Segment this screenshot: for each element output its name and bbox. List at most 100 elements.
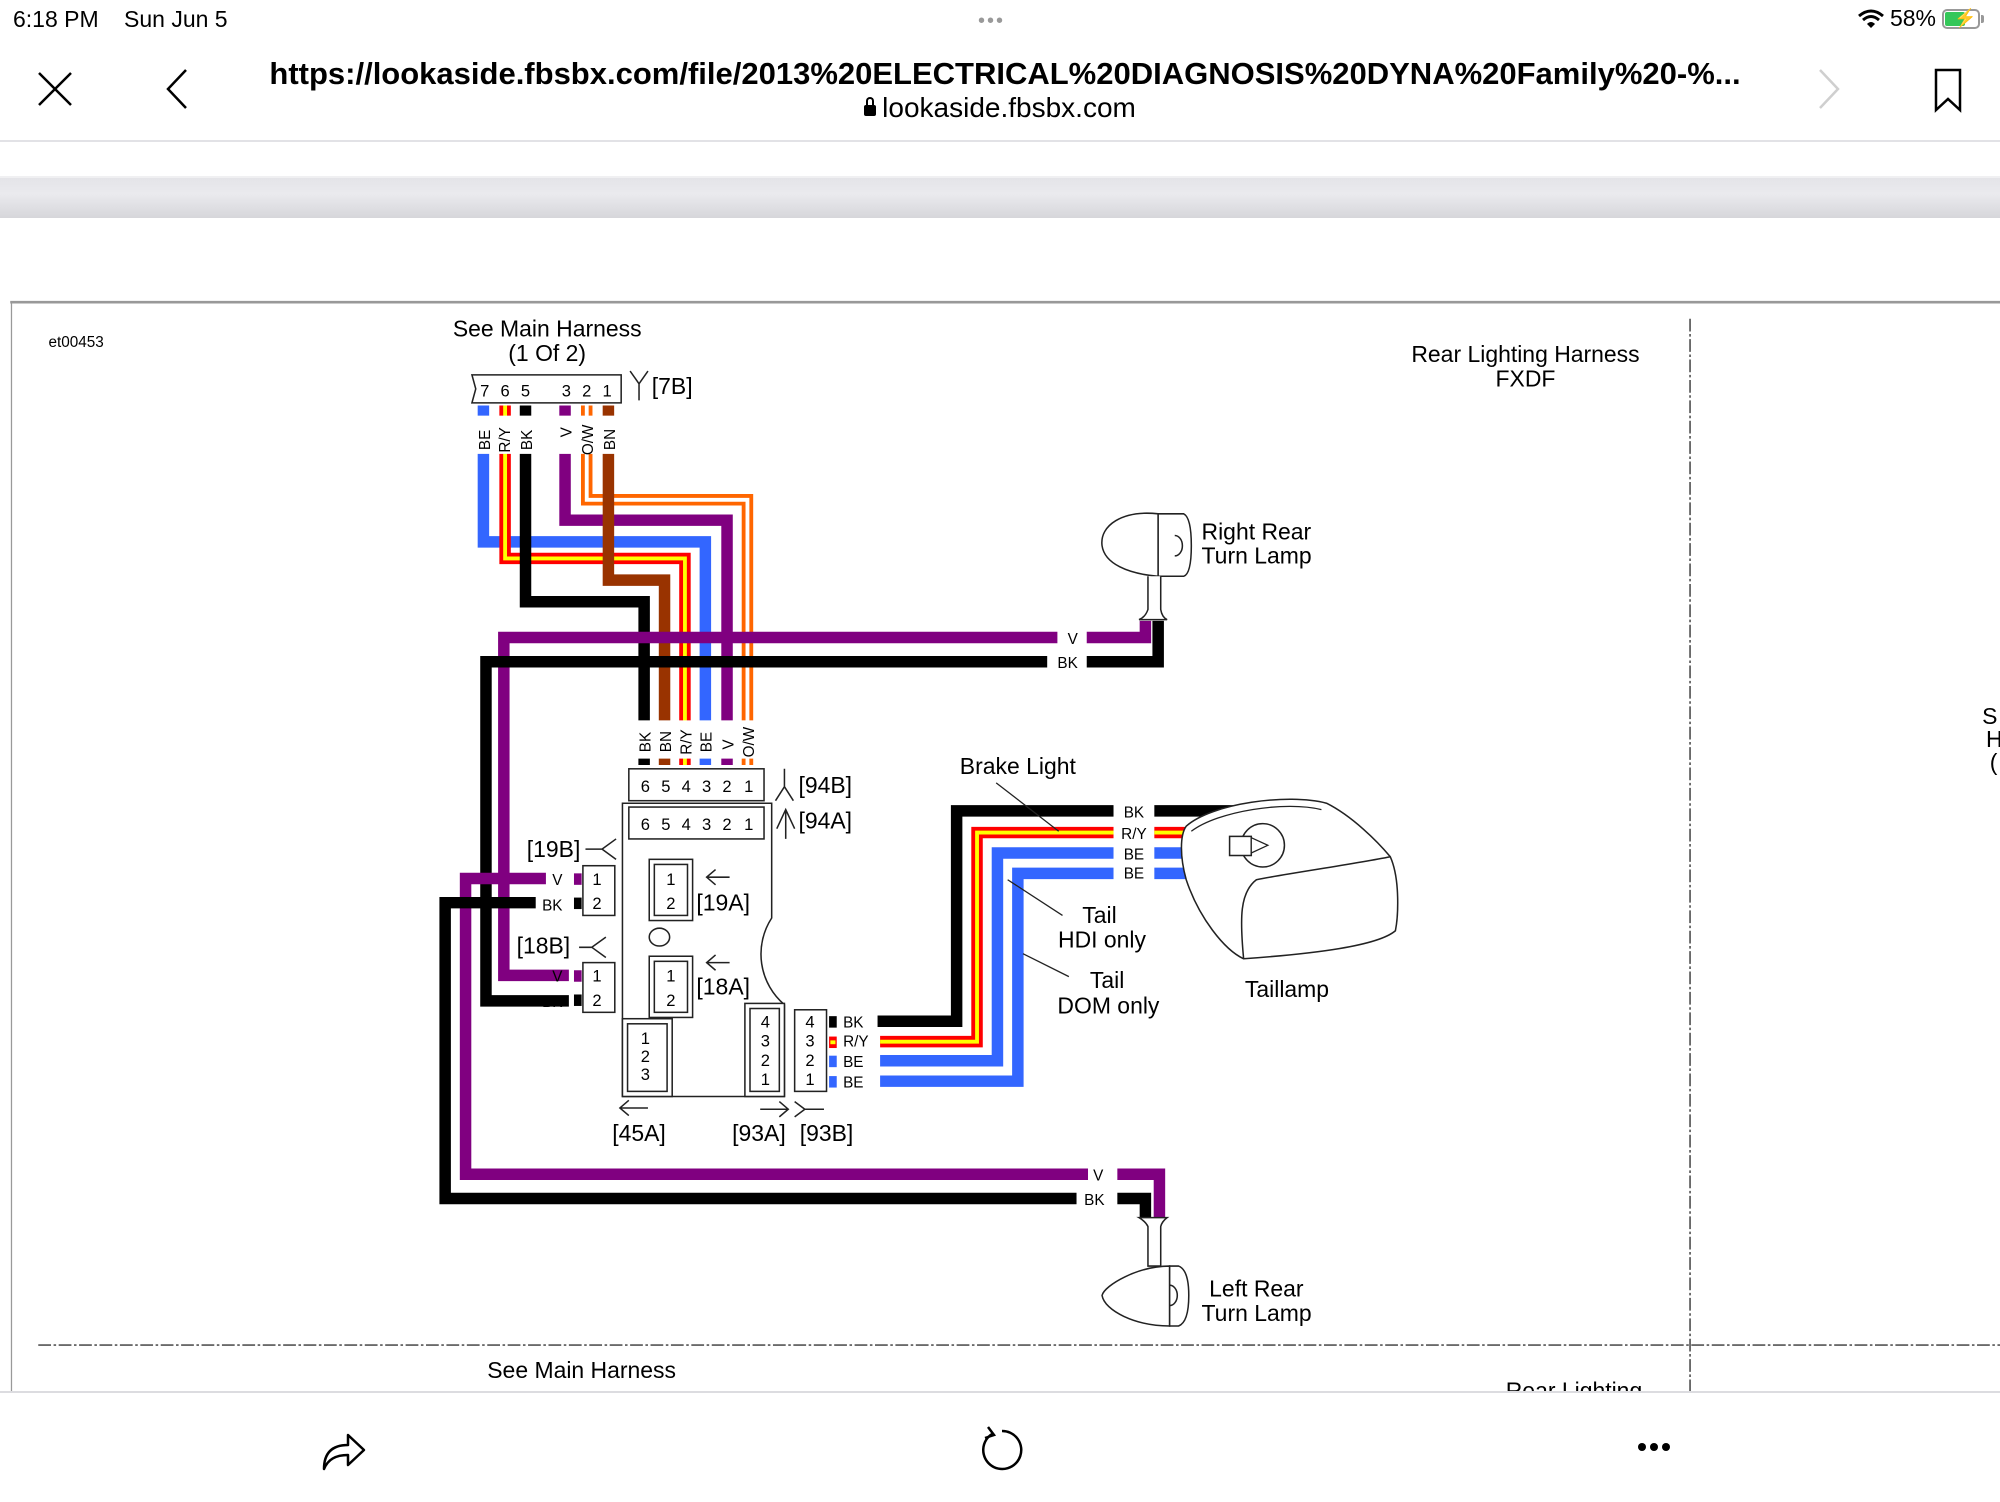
- pin-18a-1: 1: [666, 967, 675, 986]
- pin-94b-4: 4: [682, 777, 691, 796]
- more-icon: [1638, 1443, 1670, 1451]
- arrow-icon: [618, 1099, 648, 1117]
- multitasking-dots[interactable]: •••: [978, 10, 1006, 32]
- wire-label-be: BE: [477, 430, 494, 450]
- pin-94b-2: 2: [722, 777, 731, 796]
- pin-18b-1: 1: [592, 967, 601, 986]
- wire-bk-right-turn: [480, 655, 1048, 1007]
- connector-94b-label: [94B]: [798, 772, 852, 798]
- status-time: 6:18 PM: [13, 6, 99, 32]
- pin-93b-4: 4: [805, 1013, 814, 1032]
- share-button[interactable]: [318, 1423, 368, 1475]
- left-turn-label-2: Turn Lamp: [1202, 1300, 1312, 1326]
- wire-label-be: BE: [1124, 865, 1144, 882]
- callout-line: [995, 782, 1060, 832]
- arrow-icon: [705, 868, 730, 886]
- connector-93a-label: [93A]: [732, 1120, 786, 1146]
- bottom-toolbar: [0, 1391, 2000, 1502]
- male-terminal-symbol: [776, 807, 796, 839]
- pin-19a-1: 1: [666, 870, 675, 889]
- pin-18b-2: 2: [592, 991, 601, 1010]
- browser-navbar: https://lookaside.fbsbx.com/file/2013%20…: [0, 44, 2000, 142]
- back-button[interactable]: [158, 66, 198, 112]
- connector-45a-label: [45A]: [612, 1120, 666, 1146]
- connector-94b-wire-labels: BK BN R/Y BE V O/W: [638, 726, 758, 757]
- pin-94a-2: 2: [722, 815, 731, 834]
- connector-18b: [18B] 1 2 V BK: [517, 933, 616, 1014]
- pin-94a-4: 4: [682, 815, 691, 834]
- wire-label-v: V: [552, 969, 563, 986]
- wire-bk-left-turn: [439, 896, 1077, 1205]
- turn-lamp-icon: [1101, 1265, 1171, 1327]
- pin-19a-2: 2: [666, 894, 675, 913]
- wire-label-bn: BN: [602, 429, 619, 450]
- connector-7b: 7 6 5 3 2 1 [7B] BE R/Y BK V O/W BN: [470, 370, 693, 455]
- wire-label-bk: BK: [1084, 1192, 1105, 1209]
- lock-icon: [864, 97, 877, 116]
- taillamp-icon: [1180, 798, 1399, 960]
- connector-93b-wire-labels: BK R/Y BE BE: [843, 1015, 869, 1092]
- female-terminal-symbol: [774, 768, 795, 802]
- pin-93a-1: 1: [761, 1070, 770, 1089]
- connector-94a: [628, 806, 765, 840]
- module-housing: 6 5 4 3 2 1 [94A] 1 2 [19A] 1 2 [18A] 1 …: [612, 802, 852, 1146]
- wire-be-tail-dom: [880, 867, 1114, 1087]
- right-rear-turn-lamp: Right Rear Turn Lamp V BK: [1057, 512, 1312, 672]
- wire-label-bk: BK: [519, 429, 536, 450]
- callout-tail-hdi-1: Tail: [1082, 902, 1116, 928]
- wiring-diagram: et00453 See Main Harness (1 Of 2) Rear L…: [10, 300, 2000, 1391]
- pin-94a-6: 6: [641, 815, 650, 834]
- bottom-title-partial: Rear Lighting: [1506, 1378, 1642, 1391]
- connector-7b-wire-labels: BE R/Y BK V O/W BN: [477, 424, 619, 455]
- pin-94b-6: 6: [641, 777, 650, 796]
- callout-brake-light: Brake Light: [960, 753, 1077, 779]
- turn-lamp-icon: [1101, 512, 1159, 578]
- pin-94a-3: 3: [702, 815, 711, 834]
- pin-7b-1: 1: [603, 382, 612, 401]
- battery-icon: ⚡: [1942, 8, 1980, 29]
- forward-button[interactable]: [1808, 66, 1848, 112]
- chevron-left-icon: [166, 69, 187, 109]
- bookmark-icon: [1934, 68, 1962, 113]
- pin-93a-4: 4: [761, 1013, 770, 1032]
- wire-label-v: V: [720, 739, 737, 750]
- share-icon: [322, 1433, 366, 1471]
- callout-tail-hdi-2: HDI only: [1058, 926, 1147, 952]
- pin-19b-1: 1: [592, 870, 601, 889]
- wire-label-be: BE: [1124, 846, 1144, 863]
- pin-19b-2: 2: [592, 894, 601, 913]
- arrow-icon: [760, 1100, 790, 1118]
- wire-bk-taillamp: [877, 805, 1114, 1027]
- pin-7b-2: 2: [582, 382, 591, 401]
- status-date: Sun Jun 5: [124, 6, 228, 32]
- wire-bn-7b-94b: [602, 405, 671, 765]
- page-toolbar-band: [0, 176, 2000, 218]
- wires: [439, 405, 1242, 1218]
- bottom-ref-line1: See Main Harness: [487, 1357, 676, 1383]
- female-terminal-symbol: [794, 1100, 824, 1118]
- right-turn-label-2: Turn Lamp: [1202, 543, 1312, 569]
- wire-label-ry: R/Y: [1121, 826, 1147, 843]
- wire-label-bk: BK: [1124, 804, 1145, 821]
- pin-93a-2: 2: [761, 1051, 770, 1070]
- close-icon: [38, 72, 72, 106]
- wire-bk-7b-94b: [519, 405, 650, 765]
- figure-id: et00453: [48, 334, 103, 351]
- close-button[interactable]: [32, 66, 78, 112]
- bookmark-button[interactable]: [1928, 66, 1968, 116]
- pin-7b-3: 3: [562, 382, 571, 401]
- wire-be-7b-94b: [477, 405, 712, 765]
- pin-93b-3: 3: [805, 1032, 814, 1051]
- wire-label-bk: BK: [638, 731, 655, 752]
- more-button[interactable]: [1634, 1429, 1674, 1465]
- callout-line: [1022, 953, 1070, 978]
- left-rear-turn-lamp: Left Rear Turn Lamp V BK: [1084, 1168, 1312, 1327]
- url-bar[interactable]: https://lookaside.fbsbx.com/file/2013%20…: [269, 56, 1741, 91]
- connector-93b-label: [93B]: [800, 1120, 854, 1146]
- reload-button[interactable]: [974, 1423, 1026, 1475]
- wire-label-ow: O/W: [580, 424, 597, 455]
- wire-label-be: BE: [699, 732, 716, 752]
- right-edge-text-3: (: [1990, 749, 1998, 775]
- wire-v-right-turn: [498, 631, 1058, 982]
- battery-cap: [1981, 14, 1984, 23]
